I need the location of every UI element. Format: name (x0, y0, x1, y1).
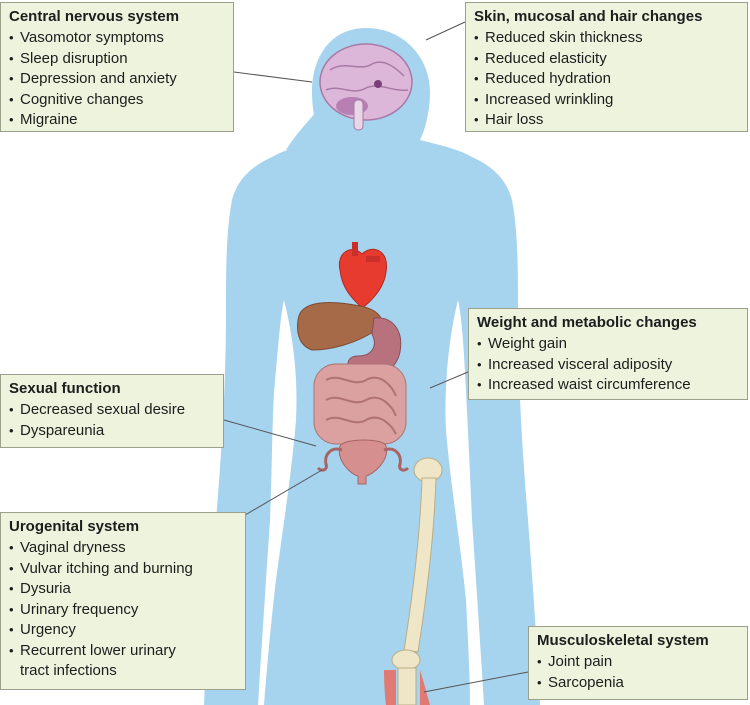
list-item: Sleep disruption (9, 49, 225, 70)
msk-box: Musculoskeletal system Joint pain Sarcop… (528, 626, 748, 700)
cns-box: Central nervous system Vasomotor symptom… (0, 2, 234, 132)
uterus-icon (316, 439, 410, 485)
list-item: Weight gain (477, 334, 739, 355)
list-item: Vasomotor symptoms (9, 28, 225, 49)
list-item: Decreased sexual desire (9, 400, 215, 421)
list-item: Joint pain (537, 652, 739, 673)
heart-icon (338, 242, 388, 309)
list-item: Vulvar itching and burning (9, 559, 237, 580)
list-item: Urinary frequency (9, 600, 237, 621)
list-item: Reduced skin thickness (474, 28, 739, 49)
list-item: Sarcopenia (537, 673, 739, 694)
box-title: Central nervous system (9, 8, 180, 25)
list-item: Depression and anxiety (9, 69, 225, 90)
list-item: Recurrent lower urinary (9, 641, 237, 662)
urogenital-box: Urogenital system Vaginal dryness Vulvar… (0, 512, 246, 690)
list-item: Urgency (9, 620, 237, 641)
list-item-continuation: tract infections (20, 662, 117, 679)
box-title: Sexual function (9, 380, 121, 397)
skin-box: Skin, mucosal and hair changes Reduced s… (465, 2, 748, 132)
list-item: Reduced hydration (474, 69, 739, 90)
box-title: Urogenital system (9, 518, 140, 535)
intestine-icon (313, 363, 407, 445)
list-item: Hair loss (474, 110, 739, 131)
list-item: Increased visceral adiposity (477, 355, 739, 376)
list-item: Dyspareunia (9, 421, 215, 442)
list-item: Cognitive changes (9, 90, 225, 111)
list-item: Increased waist circumference (477, 375, 739, 396)
box-title: Skin, mucosal and hair changes (474, 8, 703, 25)
sexual-box: Sexual function Decreased sexual desire … (0, 374, 224, 448)
weight-box: Weight and metabolic changes Weight gain… (468, 308, 748, 400)
leg-bone-icon (384, 457, 443, 705)
list-item: Increased wrinkling (474, 90, 739, 111)
list-item: Migraine (9, 110, 225, 131)
box-title: Musculoskeletal system (537, 632, 709, 649)
hair-shape (286, 110, 332, 150)
box-title: Weight and metabolic changes (477, 314, 697, 331)
list-item: Vaginal dryness (9, 538, 237, 559)
leader-lines (223, 21, 529, 693)
list-item: Reduced elasticity (474, 49, 739, 70)
list-item: Dysuria (9, 579, 237, 600)
brain-icon (319, 43, 413, 131)
